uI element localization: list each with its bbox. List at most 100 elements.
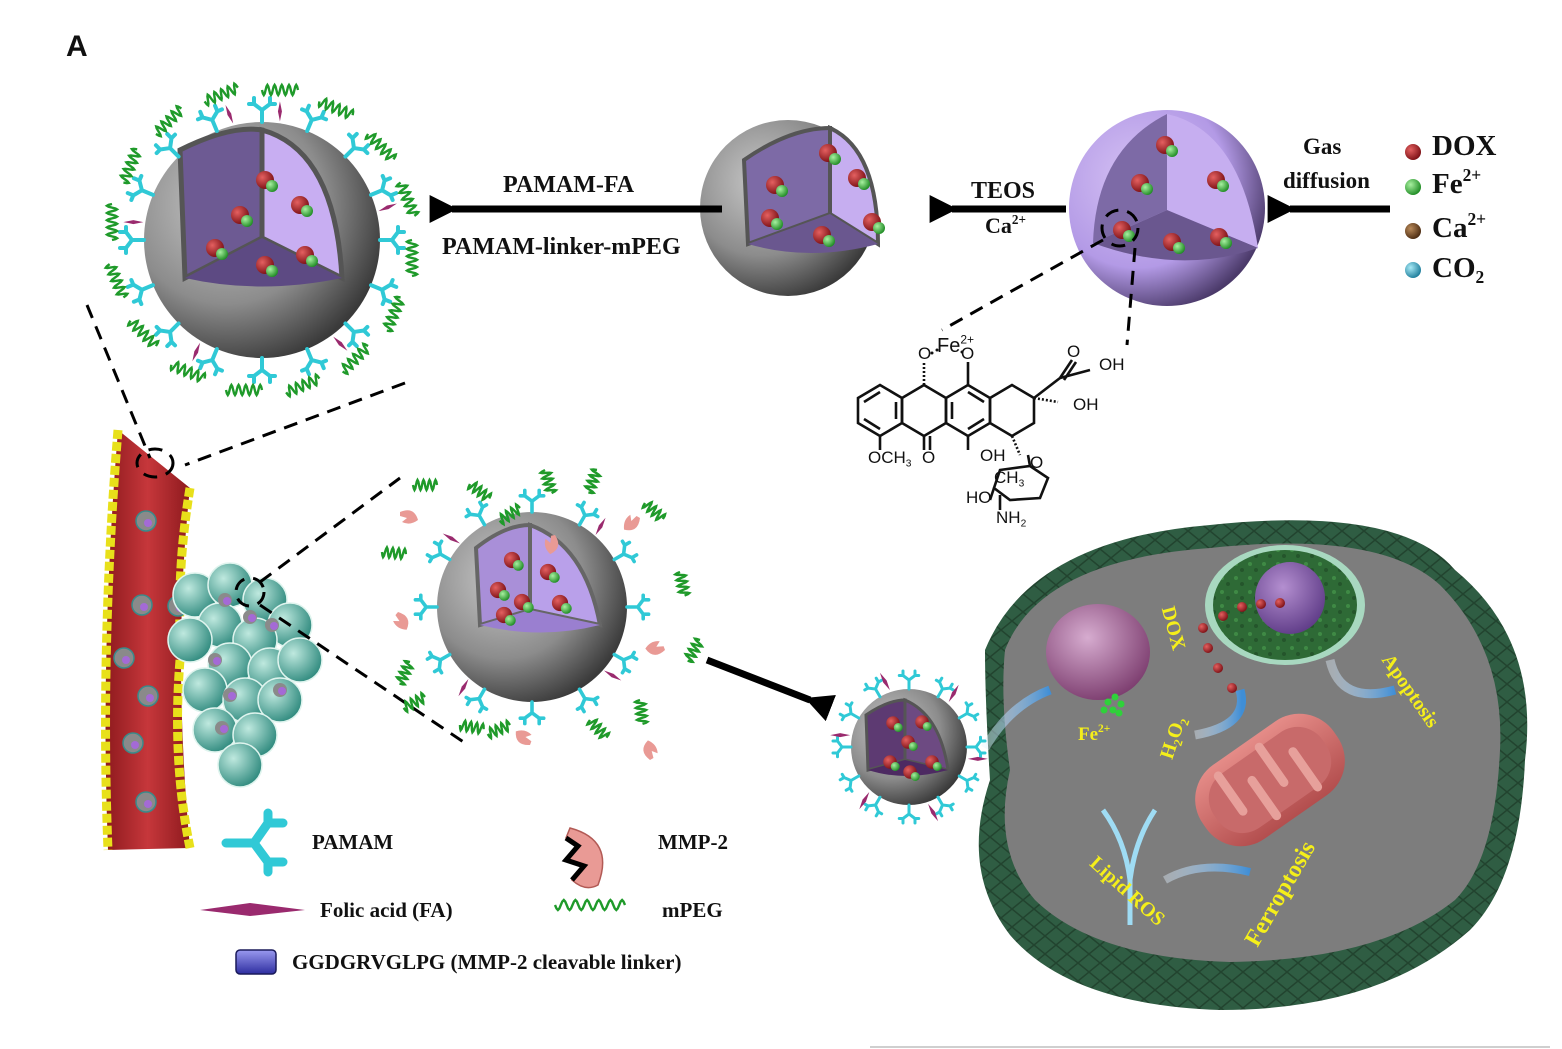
folic-acid-spike	[948, 684, 959, 703]
pamam-dendrimer	[464, 500, 489, 527]
tumor-cell	[182, 667, 228, 713]
pamam-dendrimer	[897, 803, 921, 825]
atom-nh2: NH2	[996, 508, 1026, 529]
particle-core	[131, 741, 139, 749]
mpeg-coil	[285, 372, 321, 399]
dox-dot	[1213, 663, 1223, 673]
fe-ion	[1166, 145, 1178, 157]
fe-ion	[301, 205, 313, 217]
fe-ion	[893, 723, 903, 732]
mpeg-coil	[317, 96, 355, 120]
step-pamam-linker-mpeg-label: PAMAM-linker-mPEG	[442, 234, 681, 260]
co2-text: CO	[1432, 252, 1476, 284]
pamam-dendrimer	[934, 676, 955, 699]
mmp2-enzyme	[645, 641, 665, 655]
fe-dot	[1115, 709, 1123, 717]
released-ligands-and-mmp2	[380, 468, 705, 760]
tumor-cell-cluster	[167, 562, 323, 788]
fe-ion	[910, 772, 920, 781]
fe-ion	[266, 265, 278, 277]
linker-legend-icon	[235, 949, 277, 975]
fe-ion	[306, 255, 318, 267]
mpeg-coil	[341, 342, 370, 376]
mpeg-legend-icon	[553, 898, 627, 912]
dox-dot	[1256, 599, 1266, 609]
pamam-dendrimer	[612, 650, 639, 675]
pamam-dendrimer	[195, 347, 224, 377]
mpeg-coil	[582, 468, 603, 495]
fe-ion-text: Fe	[937, 335, 961, 357]
step-diffusion-label: diffusion	[1283, 168, 1370, 193]
mpeg-coil	[154, 104, 183, 138]
folic-acid-spike	[458, 678, 469, 697]
atom-och3: OCH3	[868, 448, 911, 469]
atom-ketone-o: O	[1067, 342, 1081, 361]
dox-marker-icon	[1405, 144, 1421, 160]
atom-o-right: O	[961, 344, 975, 363]
folic-acid-spike	[603, 670, 622, 681]
pamam-dendrimer	[464, 687, 489, 714]
pamam-dendrimer	[965, 735, 987, 759]
pamam-dendrimer	[575, 687, 600, 714]
fe-ion	[1217, 180, 1229, 192]
panel-label: A	[66, 30, 88, 63]
fe-marker-icon	[1405, 179, 1421, 195]
tumor-cell	[217, 742, 263, 788]
folic-acid-spike	[879, 672, 890, 691]
mpeg-coil	[486, 718, 511, 741]
pamam-dendrimer	[934, 795, 955, 818]
silica-coated-particle	[700, 120, 881, 296]
fe-ion	[1173, 242, 1185, 254]
mpeg-coil	[126, 319, 160, 348]
vessel-nanoparticles	[113, 510, 189, 813]
mpeg-coil	[640, 500, 667, 522]
legend-linker-label: GGDGRVGLPG (MMP-2 cleavable linker)	[292, 950, 682, 974]
pamam-dendrimer	[518, 700, 546, 726]
pamam-dendrimer	[125, 278, 155, 307]
zoom-callout-dox-structure	[941, 208, 1140, 346]
mpeg-coil	[411, 477, 439, 493]
pamam-dendrimer	[957, 772, 980, 793]
fe-ion	[548, 572, 560, 583]
pamam-dendrimer	[343, 131, 371, 159]
fe-ion	[241, 215, 253, 227]
folic-acid-spike	[277, 101, 282, 122]
mmp2-legend-icon	[561, 827, 604, 889]
folic-acid-spike	[442, 533, 461, 544]
legend-fe-label: Fe2+	[1432, 164, 1482, 201]
pamam-dendrimer	[153, 321, 181, 349]
fe-ion	[908, 742, 918, 751]
particle-core	[146, 694, 154, 702]
step-ca-label: Ca2+	[985, 213, 1026, 239]
pamam-dendrimer	[300, 103, 329, 133]
fe-ion	[890, 762, 900, 771]
fe-dot	[1111, 693, 1119, 701]
atom-o-left: O	[918, 344, 932, 363]
particle-core	[220, 725, 228, 733]
pamam-dendrimer	[413, 593, 439, 621]
fe-charge: 2+	[1462, 164, 1482, 185]
dox-dot	[1218, 611, 1228, 621]
tumor-cell	[277, 637, 323, 683]
folic-acid-spike	[830, 733, 851, 738]
step-pamam-fa-label: PAMAM-FA	[503, 172, 635, 198]
pamam-dendrimer	[425, 650, 452, 675]
mpeg-coil	[203, 81, 239, 108]
mmp2-enzyme	[643, 740, 658, 760]
step-ca-charge: 2+	[1011, 211, 1026, 227]
tumor-cell	[257, 677, 303, 723]
pamam-dendrimer	[343, 321, 371, 349]
pamam-dendrimer	[838, 701, 861, 722]
pamam-dendrimer	[247, 356, 277, 384]
mpeg-coil	[404, 238, 420, 278]
pamam-dendrimer	[957, 701, 980, 722]
pamam-dendrimer	[425, 539, 452, 564]
pamam-dendrimer	[369, 173, 399, 202]
fe-ion	[932, 762, 942, 771]
atom-oh-mid: OH	[1073, 395, 1099, 414]
mmp2-enzyme	[515, 730, 532, 746]
mpeg-coil	[260, 82, 300, 98]
legend-folic-acid-label: Folic acid (FA)	[320, 898, 453, 922]
mpeg-coil	[394, 659, 415, 686]
